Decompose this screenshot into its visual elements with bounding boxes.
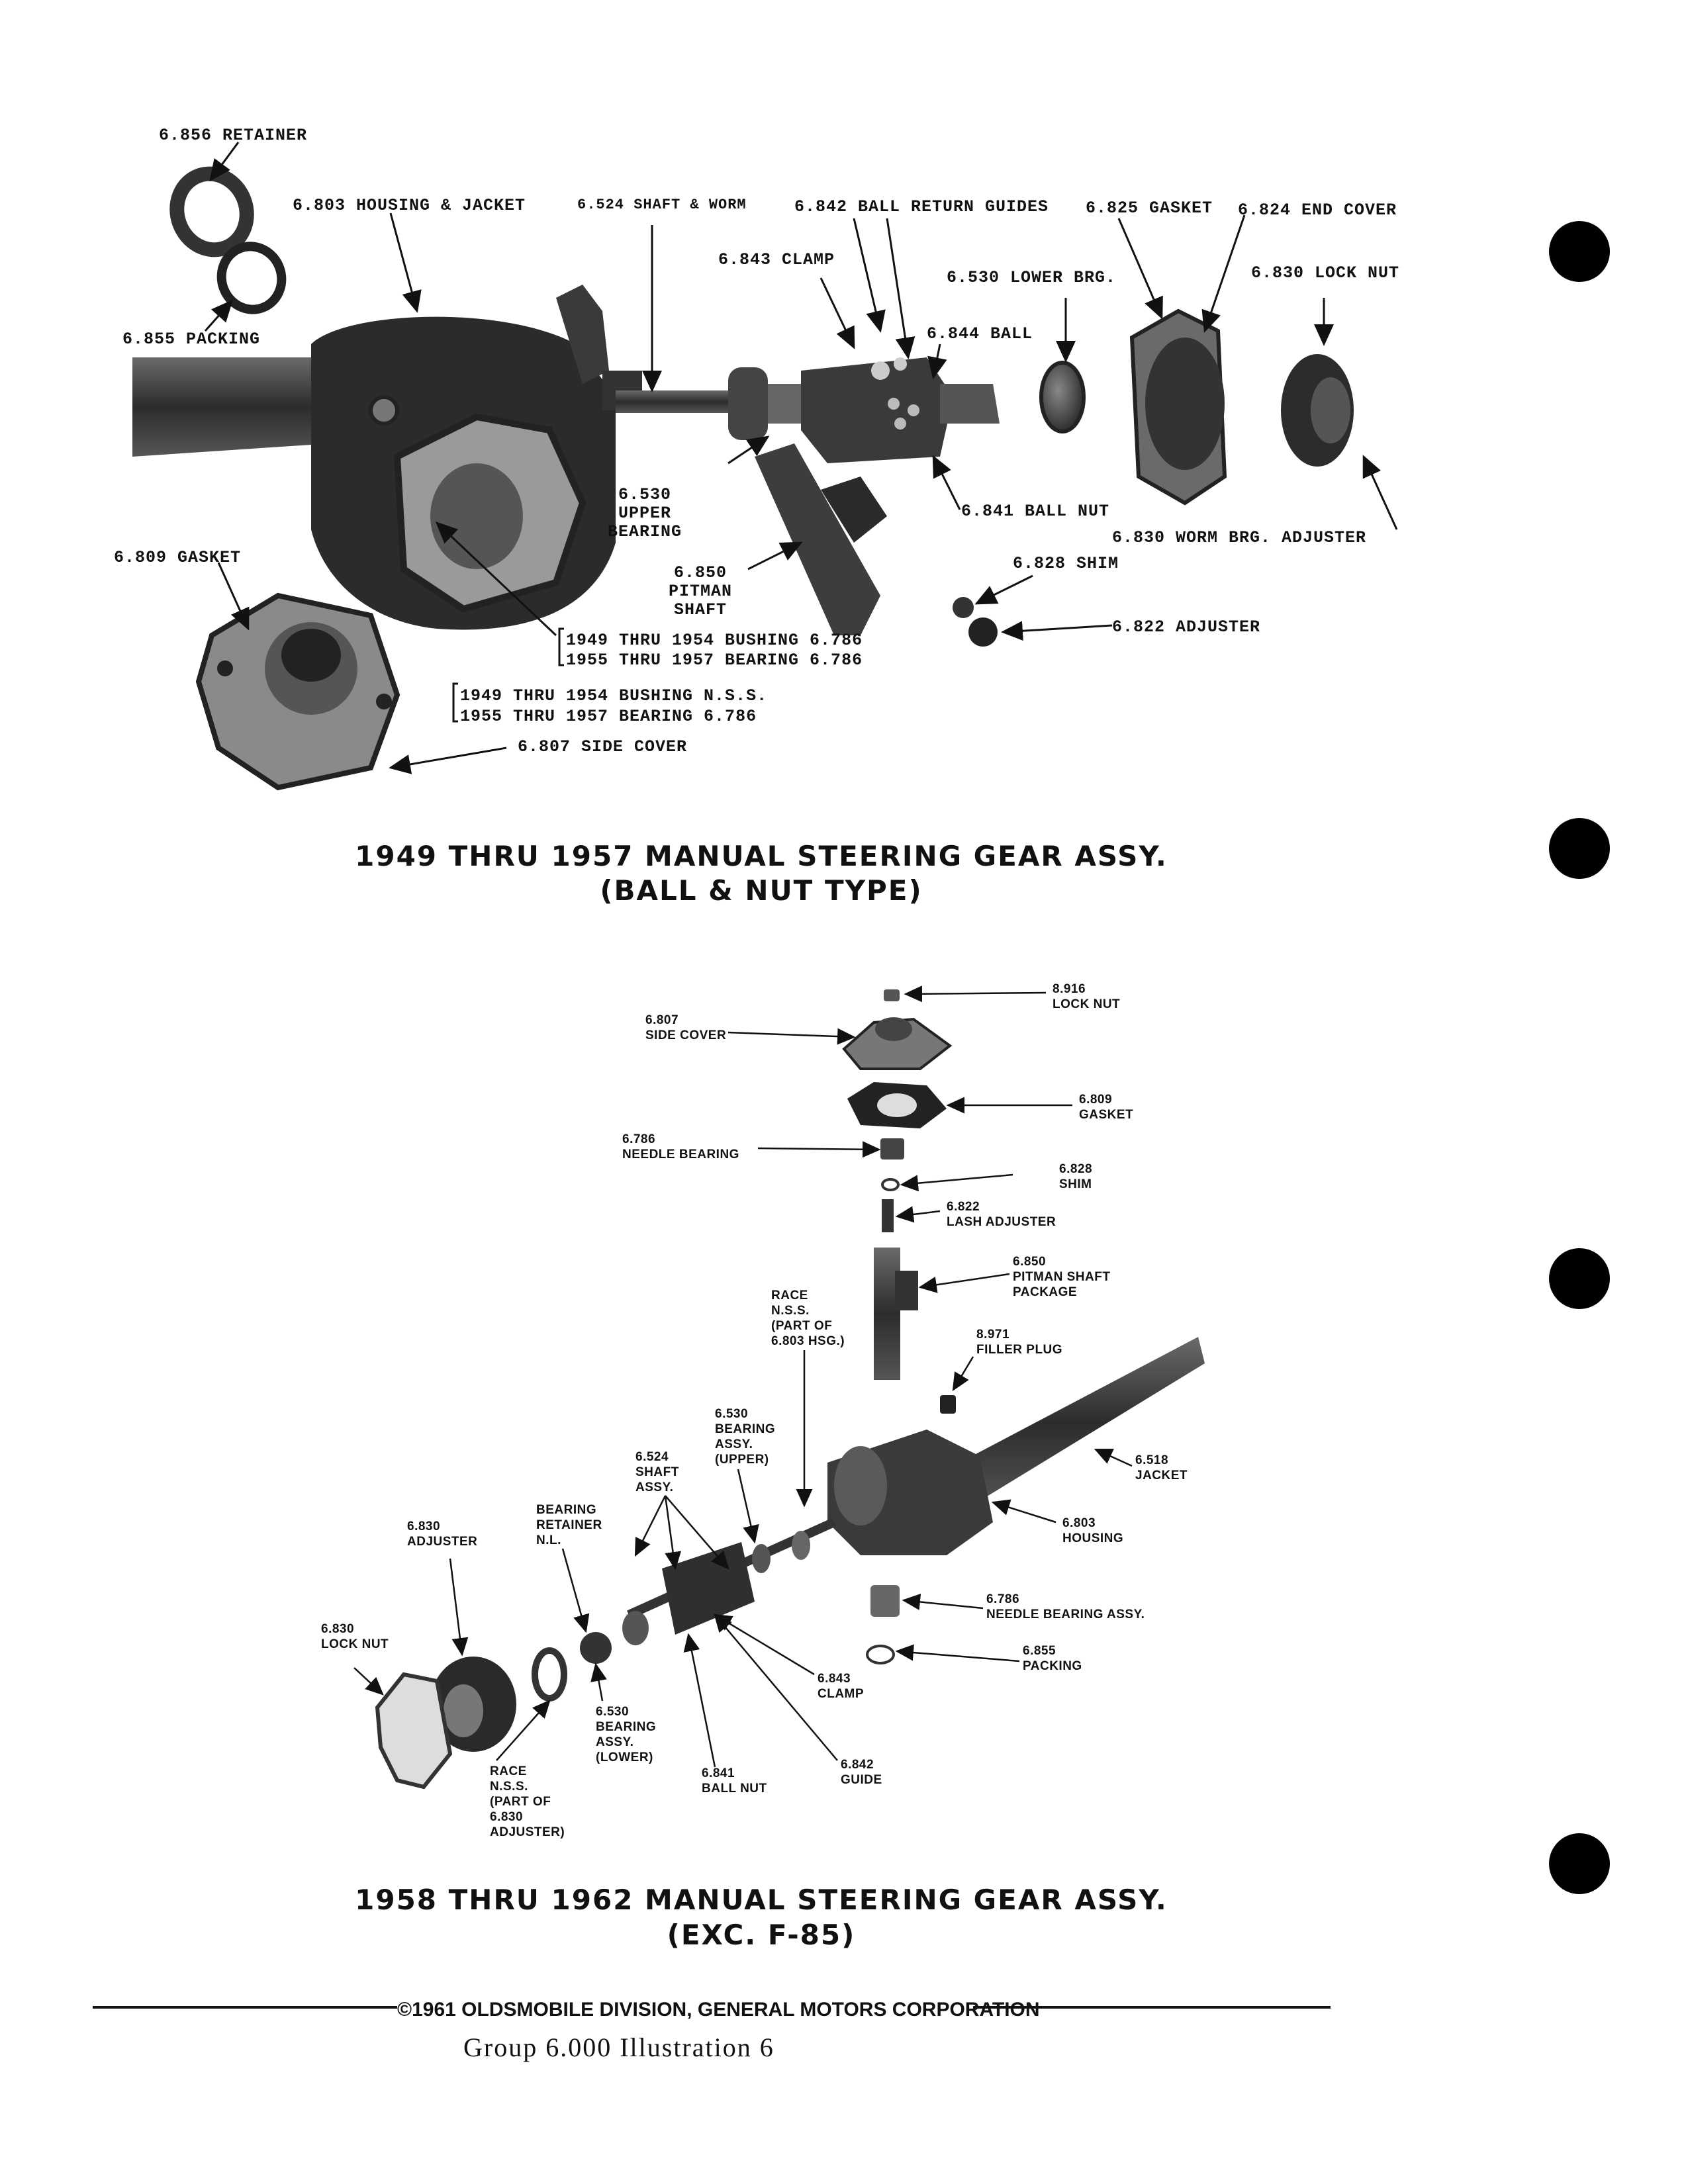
label-lock-nut-830: 6.830 LOCK NUT [321,1622,389,1651]
label-lock-nut-916: 8.916 LOCK NUT [1053,982,1121,1011]
label-gasket: 6.809 GASKET [1079,1093,1134,1122]
label-lock-nut: 6.830 LOCK NUT [1251,263,1400,283]
bottom-diagram-leaders [353,985,1133,1768]
bottom-title-line2: (EXC. F-85) [667,1919,856,1951]
label-guide: 6.842 GUIDE [841,1758,882,1787]
label-retainer: 6.856 RETAINER [159,126,308,145]
footer-copyright: ©1961 OLDSMOBILE DIVISION, GENERAL MOTOR… [397,1999,1040,2021]
label-worm-brg-adjuster: 6.830 WORM BRG. ADJUSTER [1112,528,1367,547]
top-diagram-leaders [204,142,1398,774]
label-needle-bearing: 6.786 NEEDLE BEARING [622,1132,739,1161]
label-ball-nut-841: 6.841 BALL NUT [702,1766,767,1796]
binder-hole-2 [1549,818,1610,879]
label-bushing-a2: 1955 THRU 1957 BEARING 6.786 [566,651,863,670]
label-side-cover-807: 6.807 SIDE COVER [518,737,688,756]
label-race-hsg: RACE N.S.S. (PART OF 6.803 HSG.) [771,1289,845,1348]
label-clamp-843: 6.843 CLAMP [818,1672,865,1701]
label-adjuster-830: 6.830 ADJUSTER [407,1520,478,1549]
top-diagram-art [132,166,1354,791]
top-title-line2: (BALL & NUT TYPE) [600,874,923,907]
label-filler-plug: 8.971 FILLER PLUG [976,1328,1063,1357]
label-packing: 6.855 PACKING [122,330,261,349]
label-pitman-shaft: 6.850 PITMAN SHAFT [669,563,733,619]
label-jacket: 6.518 JACKET [1135,1453,1188,1482]
label-housing-803: 6.803 HOUSING [1062,1516,1124,1545]
label-race-adjuster: RACE N.S.S. (PART OF 6.830 ADJUSTER) [490,1764,565,1839]
label-bushing-b1: 1949 THRU 1954 BUSHING N.S.S. [460,686,768,705]
bottom-title-line1: 1958 THRU 1962 MANUAL STEERING GEAR ASSY… [355,1884,1168,1916]
label-lower-brg: 6.530 LOWER BRG. [947,268,1117,287]
label-clamp: 6.843 CLAMP [718,250,835,269]
label-needle-bearing-assy: 6.786 NEEDLE BEARING ASSY. [986,1592,1145,1621]
binder-hole-3 [1549,1248,1610,1309]
label-housing-jacket: 6.803 HOUSING & JACKET [293,196,526,215]
label-bearing-lower: 6.530 BEARING ASSY. (LOWER) [596,1705,657,1764]
label-shaft-assy: 6.524 SHAFT ASSY. [635,1450,679,1494]
binder-hole-1 [1549,221,1610,282]
label-upper-bearing: 6.530 UPPER BEARING [608,485,682,541]
footer-group-line: Group 6.000 Illustration 6 [463,2032,774,2062]
label-gasket-809: 6.809 GASKET [114,548,242,567]
label-lash-adjuster: 6.822 LASH ADJUSTER [947,1200,1056,1229]
label-adjuster: 6.822 ADJUSTER [1112,617,1261,637]
label-shim-828: 6.828 SHIM [1059,1162,1093,1191]
label-bushing-a1: 1949 THRU 1954 BUSHING 6.786 [566,631,863,650]
label-shim: 6.828 SHIM [1013,554,1119,573]
binder-hole-4 [1549,1833,1610,1894]
label-shaft-worm: 6.524 SHAFT & WORM [577,197,747,213]
label-bearing-retainer: BEARING RETAINER N.L. [536,1503,602,1547]
label-ball-return-guides: 6.842 BALL RETURN GUIDES [794,197,1049,216]
label-packing-855: 6.855 PACKING [1023,1644,1082,1673]
label-side-cover: 6.807 SIDE COVER [645,1013,727,1042]
label-gasket-825: 6.825 GASKET [1086,199,1213,218]
label-pitman-shaft-pkg: 6.850 PITMAN SHAFT PACKAGE [1013,1255,1111,1299]
label-ball-nut: 6.841 BALL NUT [961,502,1110,521]
label-bearing-upper: 6.530 BEARING ASSY. (UPPER) [715,1407,776,1467]
label-ball: 6.844 BALL [927,324,1033,343]
bottom-diagram-art [375,989,1205,1790]
label-bushing-b2: 1955 THRU 1957 BEARING 6.786 [460,707,757,726]
label-end-cover: 6.824 END COVER [1238,201,1397,220]
top-title-line1: 1949 THRU 1957 MANUAL STEERING GEAR ASSY… [355,840,1168,872]
